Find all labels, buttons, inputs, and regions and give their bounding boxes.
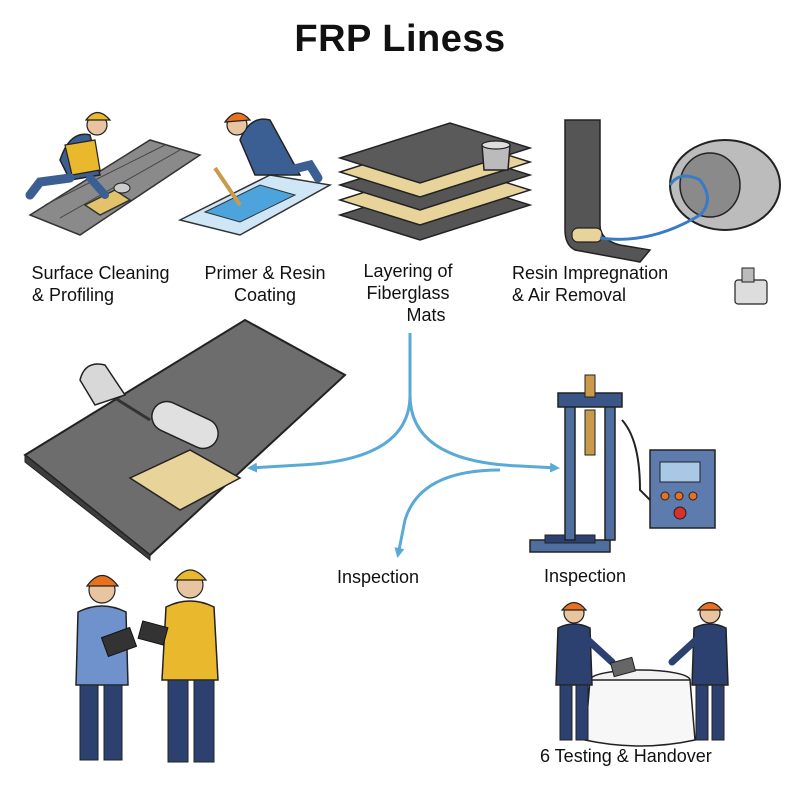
primer-coating-illustration	[177, 112, 333, 236]
surface-cleaning-illustration	[25, 111, 202, 236]
flow-arrows	[247, 333, 560, 558]
final-step-label: 6 Testing & Handover	[540, 746, 712, 766]
testing-machine-illustration	[529, 374, 716, 553]
step-surface-cleaning-label: Surface Cleaning & Profiling	[31, 263, 170, 305]
inspection-workers-illustration	[75, 569, 219, 763]
step-resin-impregnation-label: Resin Impregnation & Air Removal	[512, 263, 669, 305]
fiberglass-mats-illustration	[337, 122, 533, 241]
resin-impregnation-illustration	[564, 119, 781, 305]
lining-sheet-roller-illustration	[23, 318, 347, 562]
inspection-right-label: Inspection	[543, 566, 627, 586]
inspection-left-label: Inspection	[336, 567, 420, 587]
step-fiberglass-layering-label: Layering of Fiberglass Mats	[363, 261, 453, 325]
page-title: FRP Liness	[294, 18, 506, 60]
handover-illustration	[555, 601, 729, 747]
step-primer-coating-label: Primer & Resin Coating	[204, 263, 326, 305]
